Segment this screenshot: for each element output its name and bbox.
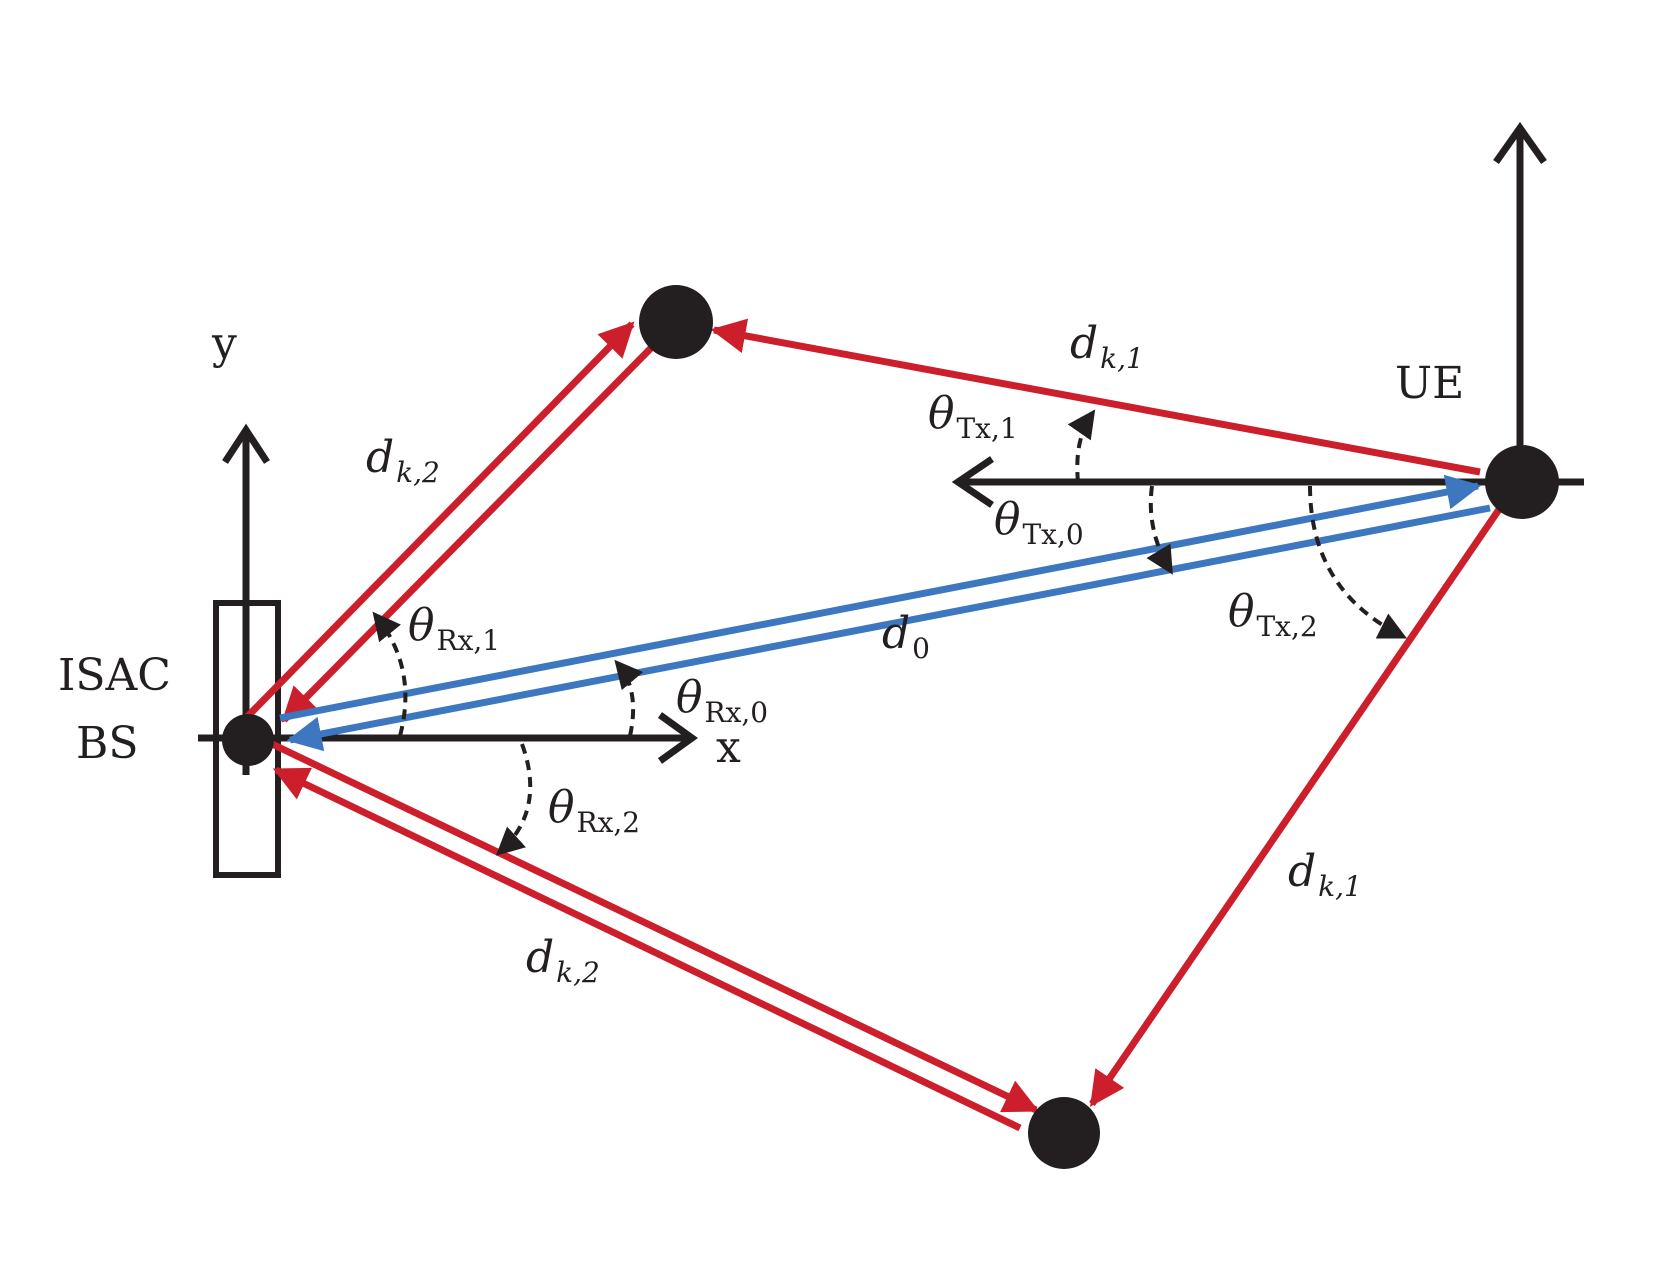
label-dk2-bottom: dk,2	[526, 932, 600, 989]
arc-theta-rx0	[614, 659, 644, 737]
path-ue-to-scatterer1	[710, 318, 1481, 476]
bs-label-line2: BS	[76, 718, 138, 769]
path-bs-to-scatterer2	[270, 740, 1040, 1114]
red-paths	[243, 318, 1503, 1132]
path-scatterer1-to-bs	[281, 342, 657, 723]
arc-theta-tx2	[1308, 485, 1408, 639]
path-scatterer2-to-bs	[272, 766, 1022, 1132]
ue-axes	[951, 121, 1584, 508]
label-theta-tx2: θTx,2	[1228, 586, 1318, 643]
label-theta-tx1: θTx,1	[928, 388, 1018, 445]
label-theta-rx2: θRx,2	[548, 782, 640, 839]
label-theta-tx0: θTx,0	[994, 494, 1084, 551]
path-ue-to-bs	[286, 504, 1491, 752]
arc-theta-rx2	[495, 743, 533, 856]
label-theta-rx1: θRx,1	[408, 600, 500, 657]
bs-node	[222, 714, 274, 766]
path-bs-to-ue	[279, 474, 1482, 722]
scatterer-2	[1028, 1097, 1100, 1169]
path-ue-to-scatterer2	[1089, 506, 1503, 1107]
ue-horizontal-arrowhead	[951, 456, 994, 508]
label-dk1-bottom: dk,1	[1288, 846, 1362, 903]
label-theta-rx0: θRx,0	[676, 672, 768, 729]
ue-node	[1485, 445, 1559, 519]
ue-label: UE	[1395, 358, 1464, 409]
arc-theta-tx1	[1067, 409, 1096, 483]
label-dk2-top: dk,2	[366, 432, 440, 489]
label-dk1-top: dk,1	[1070, 318, 1144, 375]
axis-x-label: x	[716, 722, 741, 773]
bs-x-axis-arrowhead	[657, 712, 698, 764]
ue-vertical-arrowhead	[1493, 121, 1547, 165]
bs-antenna-array	[213, 600, 281, 878]
bs-y-axis-arrowhead	[222, 423, 270, 464]
bs-label-line1: ISAC	[58, 650, 171, 701]
scatterer-1	[639, 285, 713, 359]
blue-paths	[279, 474, 1491, 752]
path-bs-to-scatterer1	[243, 321, 635, 721]
arc-theta-tx0	[1146, 485, 1173, 575]
angle-arcs	[372, 409, 1408, 856]
label-d0: d0	[882, 608, 930, 665]
axis-y-label: y	[211, 318, 237, 369]
